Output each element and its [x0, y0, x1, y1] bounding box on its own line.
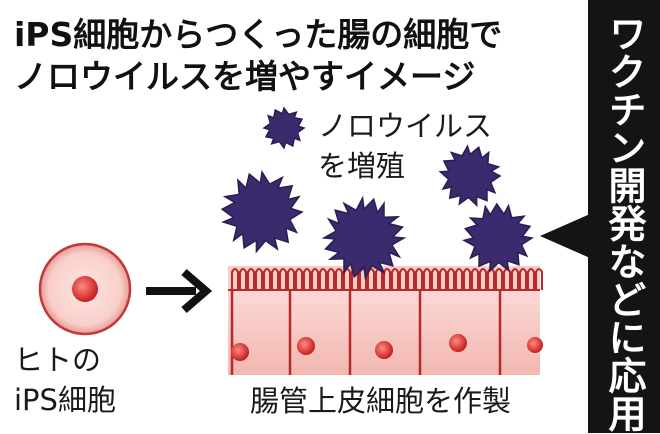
page-title-line1: iPS細胞からつくった腸の細胞で: [14, 15, 503, 54]
cell-nucleus: [449, 334, 467, 352]
ips-label-line1: ヒトの: [14, 343, 102, 377]
norovirus-particles: [220, 106, 535, 281]
page-title-line2: ノロウイルスを増やすイメージ: [14, 57, 476, 96]
cell-nucleus: [527, 337, 543, 353]
ips-nucleus: [72, 276, 98, 302]
cell-nucleus: [297, 337, 315, 355]
sidebar-application-note: ワクチン開発などに応用: [588, 0, 660, 433]
virus-label-line2: を増殖: [318, 149, 406, 183]
epithelium-label: 腸管上皮細胞を作製: [250, 384, 512, 418]
virus-label-line1: ノロウイルス: [318, 109, 493, 143]
virus-particle-icon: [321, 195, 407, 281]
cell-nucleus: [231, 343, 249, 361]
cell-nucleus: [375, 341, 393, 359]
virus-particle-icon: [438, 144, 502, 207]
virus-label: ノロウイルス を増殖: [318, 106, 492, 186]
ips-label-line2: iPS細胞: [14, 383, 116, 417]
ips-label: ヒトの iPS細胞: [14, 340, 116, 420]
sidebar-text: ワクチン開発などに応用: [602, 14, 646, 432]
callout-pointer: [540, 214, 590, 258]
virus-particle-icon: [462, 202, 535, 273]
arrow-right-icon: [146, 268, 213, 314]
virus-particle-icon: [262, 106, 306, 150]
virus-particle-icon: [220, 169, 304, 254]
intestinal-epithelial-cells: [228, 289, 543, 375]
ips-cell: [38, 242, 132, 336]
